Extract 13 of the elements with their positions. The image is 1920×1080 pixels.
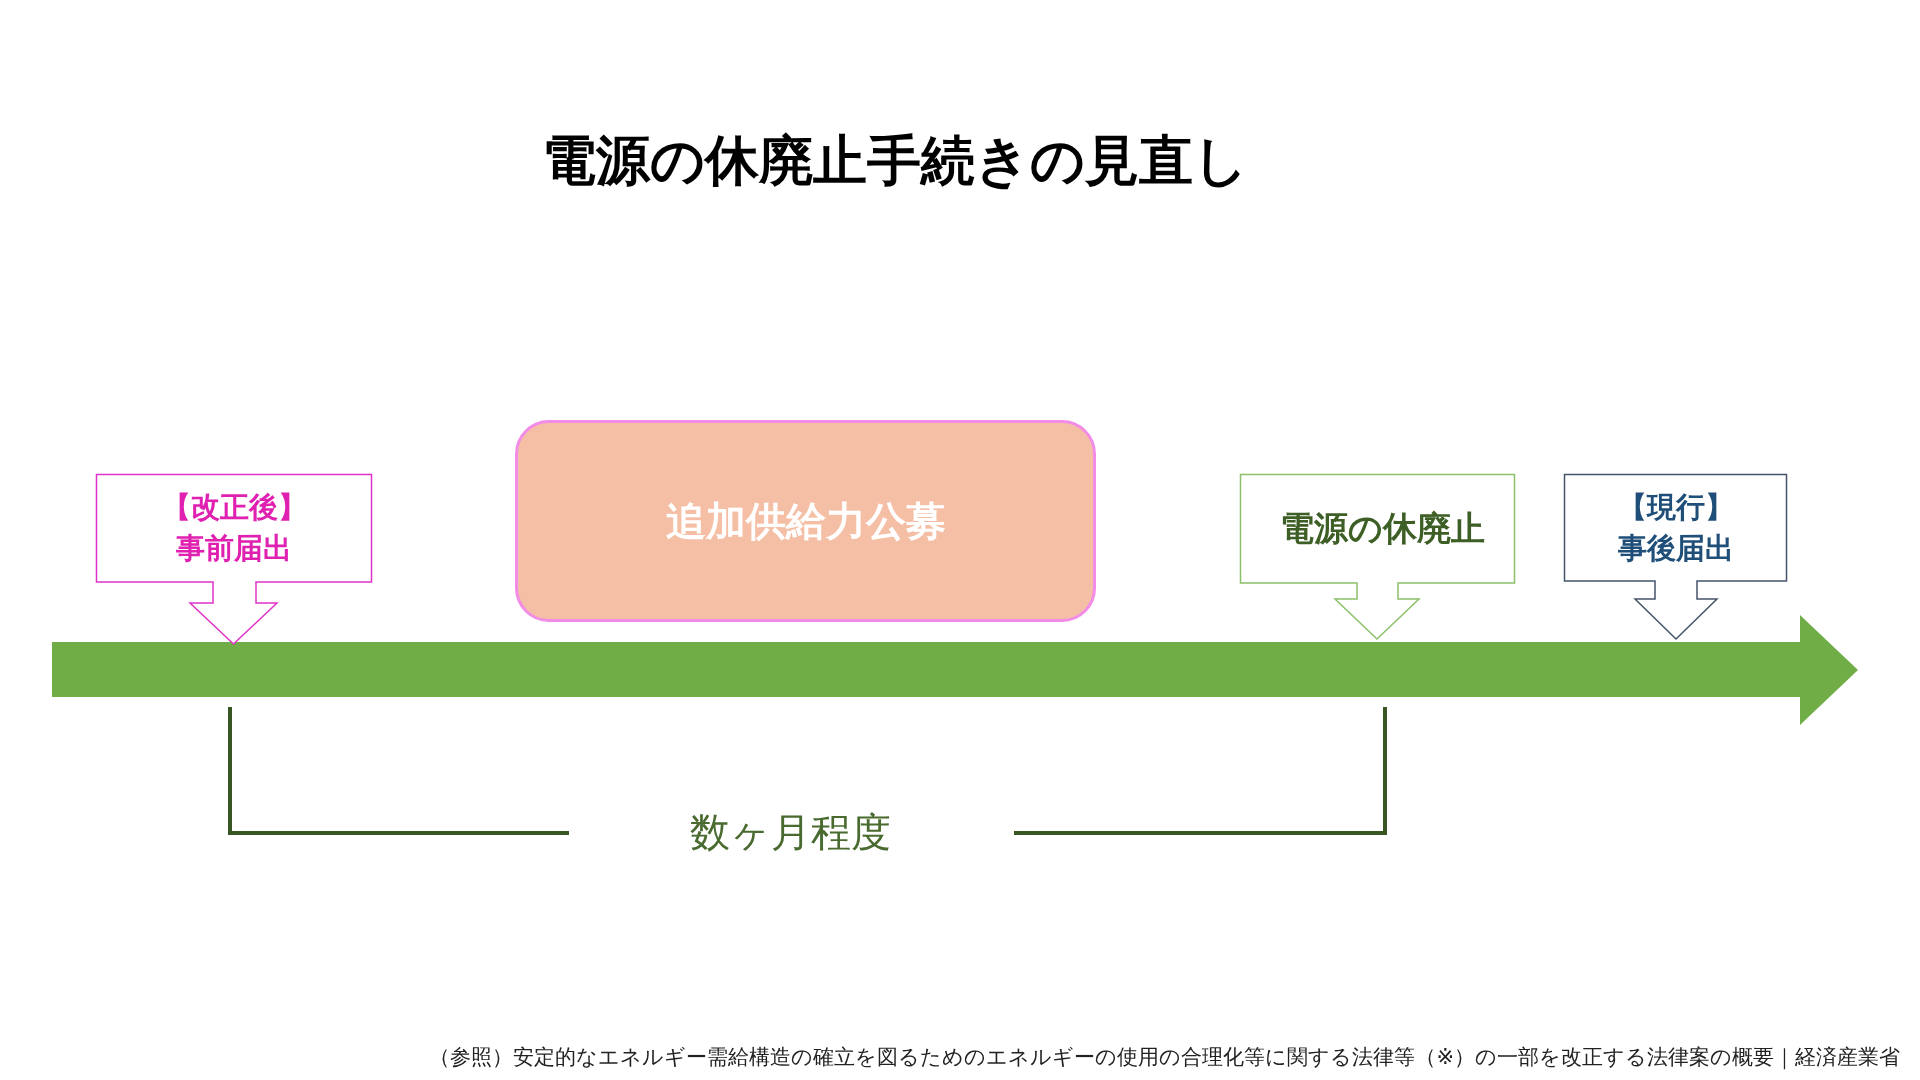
callout-box xyxy=(1240,474,1515,640)
title: 電源の休廃止手続きの見直し xyxy=(541,128,1249,194)
process-box xyxy=(515,420,1096,622)
callout-text: 事前届出 xyxy=(176,530,292,567)
callout-heading: 【改正後】 xyxy=(161,489,307,527)
callout-heading: 【現行】 xyxy=(1617,488,1734,526)
box-text: 追加供給力公募 xyxy=(665,496,946,546)
callout-box xyxy=(1564,474,1787,640)
callout-text: 事後届出 xyxy=(1617,529,1734,567)
source-note: （参照）安定的なエネルギー需給構造の確立を図るためのエネルギーの使用の合理化等に関する法律等（※）の一部を改正する法律案の概要｜経済産業省 xyxy=(429,1044,1900,1071)
callout-box xyxy=(96,474,372,645)
duration-label: 数ヶ月程度 xyxy=(688,808,892,856)
callout-text: 電源の休廃止 xyxy=(1280,506,1485,550)
